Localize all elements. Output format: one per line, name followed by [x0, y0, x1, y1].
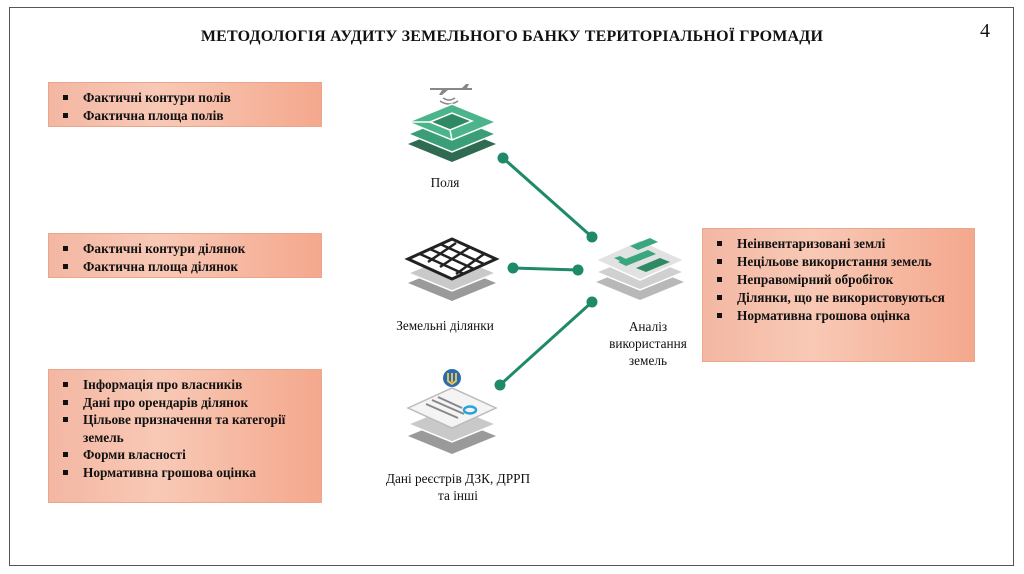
list-item: Фактична площа полів — [59, 107, 313, 125]
connector-dot — [572, 264, 584, 276]
list-item: Фактичні контури ділянок — [59, 240, 313, 258]
analysis-result-box: Неінвентаризовані землі Нецільове викори… — [702, 228, 975, 362]
plots-info-box: Фактичні контури ділянок Фактична площа … — [48, 233, 322, 278]
connector-fields — [502, 156, 593, 239]
page-number: 4 — [980, 20, 990, 42]
registry-label-line2: та інші — [438, 488, 478, 503]
seal-icon — [462, 405, 478, 415]
list-item: Нормативна грошова оцінка — [713, 307, 966, 325]
list-item: Форми власності — [59, 446, 313, 464]
connector-dot — [586, 231, 598, 243]
list-item: Інформація про власників — [59, 376, 313, 394]
slide-title: МЕТОДОЛОГІЯ АУДИТУ ЗЕМЕЛЬНОГО БАНКУ ТЕРИ… — [200, 28, 824, 45]
list-item: Цільове призначення та категорії земель — [59, 411, 313, 446]
list-item: Ділянки, що не використовуються — [713, 289, 966, 307]
analysis-label-line3: земель — [628, 353, 668, 368]
analysis-label: Аналіз використання земель — [598, 318, 698, 369]
analysis-label-line1: Аналіз — [628, 319, 668, 334]
list-item: Фактична площа ділянок — [59, 258, 313, 276]
list-item: Нормативна грошова оцінка — [59, 464, 313, 482]
connector-dot — [507, 262, 519, 274]
list-item: Фактичні контури полів — [59, 89, 313, 107]
list-item: Дані про орендарів ділянок — [59, 394, 313, 412]
fields-info-box: Фактичні контури полів Фактична площа по… — [48, 82, 322, 127]
analysis-label-line2: використання — [609, 336, 687, 351]
trident-emblem-icon — [443, 369, 461, 387]
analysis-layers-icon — [594, 238, 686, 300]
land-plots-label: Земельні ділянки — [396, 318, 494, 333]
fields-label: Поля — [430, 175, 460, 190]
connector-dot — [494, 379, 506, 391]
connector-dot — [586, 296, 598, 308]
list-item: Неправомірний обробіток — [713, 271, 966, 289]
registry-documents-icon — [406, 369, 498, 454]
list-item: Неінвентаризовані землі — [713, 235, 966, 253]
registry-label-line1: Дані реєстрів ДЗК, ДРРП — [385, 471, 531, 486]
airplane-icon — [430, 84, 472, 105]
list-item: Нецільове використання земель — [713, 253, 966, 271]
fields-layers-icon — [406, 84, 498, 162]
registry-label: Дані реєстрів ДЗК, ДРРП та інші — [368, 470, 548, 504]
connector-dot — [497, 152, 509, 164]
registry-info-box: Інформація про власників Дані про оренда… — [48, 369, 322, 503]
connector-plots — [512, 266, 579, 272]
land-plots-icon — [404, 237, 500, 301]
connector-registry — [498, 300, 594, 387]
